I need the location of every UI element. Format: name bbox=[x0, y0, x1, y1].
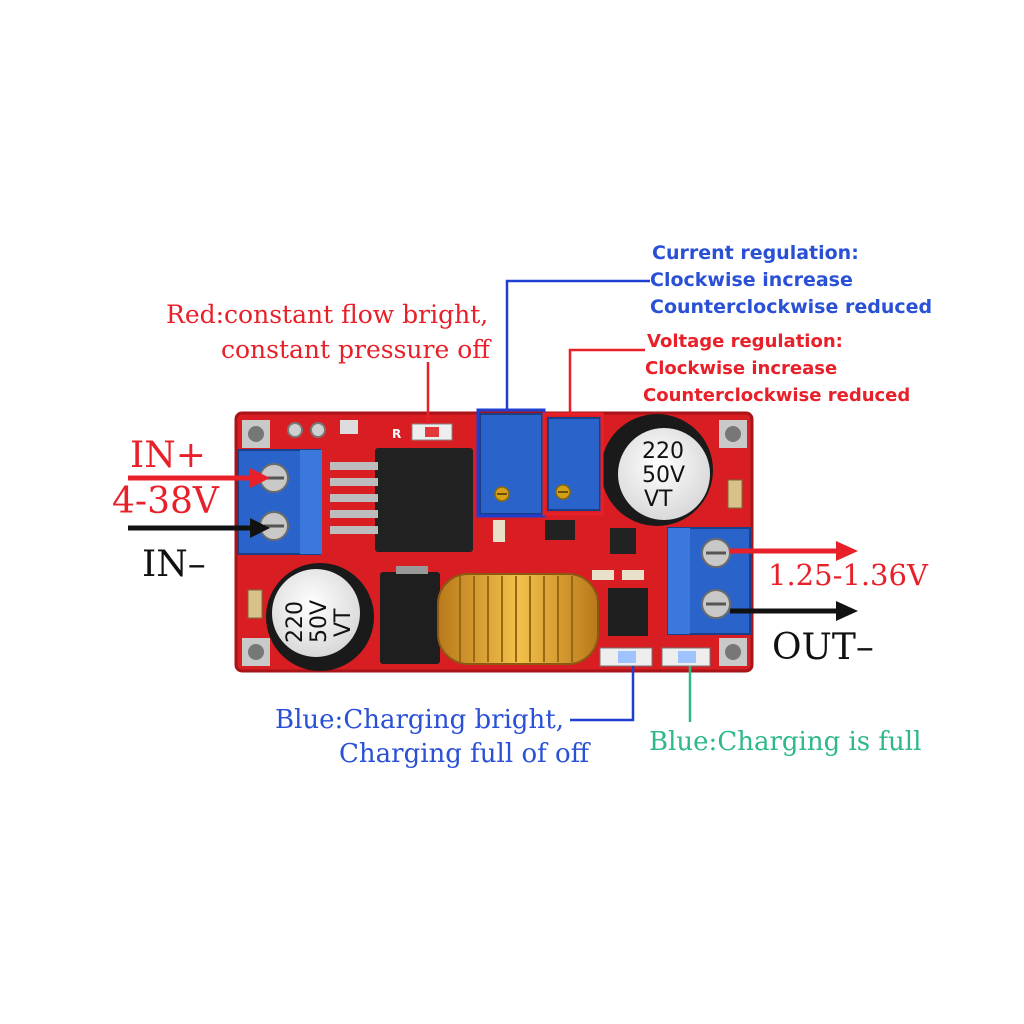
current-regulation-line2: Counterclockwise reduced bbox=[650, 296, 933, 318]
led-charging-line1: Blue:Charging bright, bbox=[275, 705, 564, 735]
led-red-line1: Red:constant flow bright, bbox=[166, 300, 489, 329]
capacitor-top-value: 220 bbox=[642, 439, 684, 464]
led-blue-charging bbox=[599, 647, 653, 667]
voltage-pot-highlight bbox=[542, 412, 604, 516]
capacitor-bottom: 220 50V VT bbox=[266, 563, 374, 671]
input-range-label: 4-38V bbox=[112, 481, 219, 522]
input-minus-arrow bbox=[128, 518, 270, 538]
capacitor-bottom-series: VT bbox=[331, 608, 356, 637]
led-blue-full bbox=[661, 647, 711, 667]
mounting-holes bbox=[242, 420, 747, 666]
voltage-regulation-line2: Counterclockwise reduced bbox=[643, 385, 911, 406]
diode bbox=[380, 566, 440, 664]
capacitor-bottom-value: 220 bbox=[283, 601, 308, 643]
current-potentiometer[interactable] bbox=[479, 413, 543, 515]
led-red: R bbox=[392, 423, 453, 441]
silk-r: R bbox=[392, 427, 401, 441]
current-callout-line bbox=[505, 279, 650, 410]
voltage-potentiometer[interactable] bbox=[547, 417, 601, 511]
output-terminal bbox=[667, 527, 751, 635]
capacitor-top-series: VT bbox=[644, 487, 673, 512]
capacitor-bottom-voltage: 50V bbox=[307, 600, 332, 643]
current-regulation-line1: Clockwise increase bbox=[650, 269, 853, 291]
output-range-label: 1.25-1.36V bbox=[768, 558, 928, 592]
control-ic bbox=[608, 588, 648, 636]
inductor-coil bbox=[437, 573, 599, 665]
capacitor-top: 220 50V VT bbox=[601, 414, 713, 526]
led-charging-callout-line bbox=[570, 666, 635, 722]
input-plus-label: IN+ bbox=[130, 435, 206, 476]
output-minus-arrow bbox=[730, 601, 858, 621]
led-red-line2: constant pressure off bbox=[221, 335, 491, 364]
voltage-callout-line bbox=[568, 348, 645, 414]
led-full-label: Blue:Charging is full bbox=[649, 727, 922, 757]
output-plus-arrow bbox=[730, 541, 858, 561]
current-regulation-title: Current regulation: bbox=[652, 242, 859, 264]
capacitor-top-voltage: 50V bbox=[642, 463, 685, 488]
led-charging-line2: Charging full of off bbox=[339, 739, 590, 769]
voltage-regulation-line1: Clockwise increase bbox=[645, 358, 838, 379]
input-minus-label: IN– bbox=[142, 544, 206, 585]
regulator-ic bbox=[330, 448, 473, 552]
pcb-board: R 220 50V VT bbox=[234, 411, 754, 673]
input-plus-arrow bbox=[128, 468, 270, 488]
output-minus-label: OUT– bbox=[772, 627, 874, 668]
voltage-regulation-title: Voltage regulation: bbox=[647, 331, 843, 352]
input-terminal bbox=[237, 449, 322, 555]
